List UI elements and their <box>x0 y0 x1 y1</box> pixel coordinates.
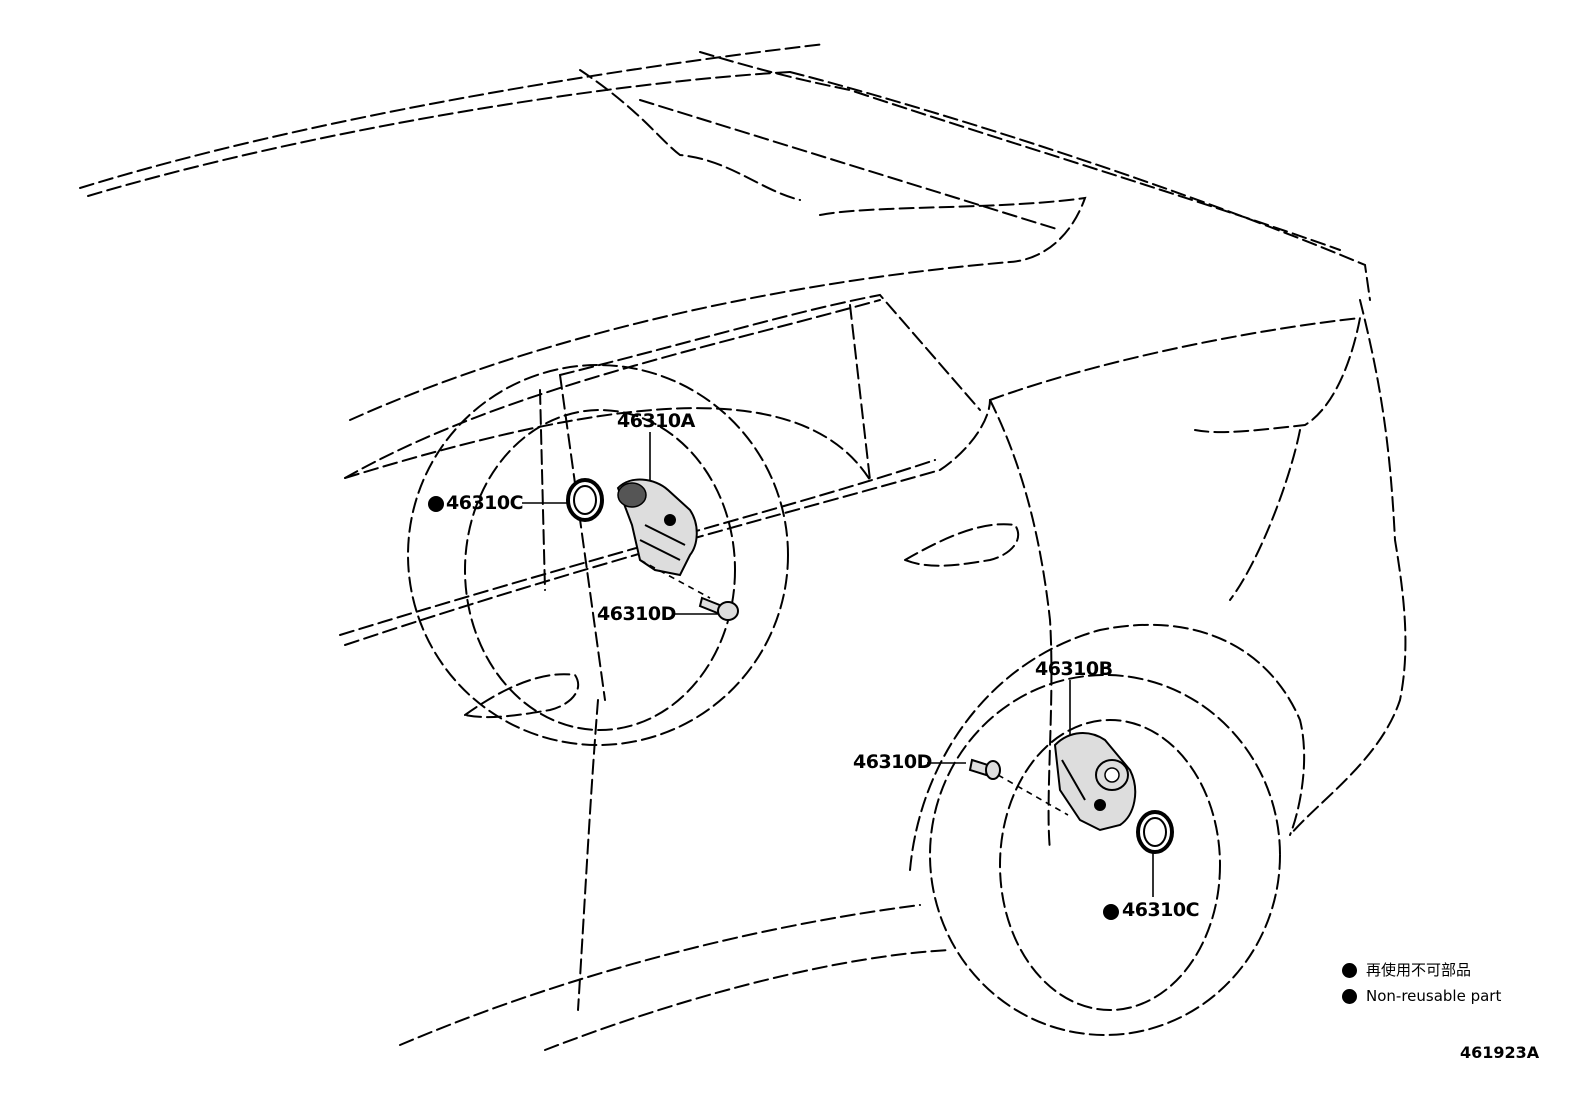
front-bolt-part <box>698 596 739 621</box>
rear-motor-part <box>1053 732 1137 832</box>
callout-seal-rear: 46310C <box>1122 899 1200 921</box>
legend-english: Non-reusable part <box>1366 987 1502 1005</box>
legend-dot-icon <box>1342 963 1357 978</box>
callout-seal-front: 46310C <box>446 492 524 514</box>
figure-number: 461923A <box>1460 1043 1540 1062</box>
callout-bolt-front: 46310D <box>597 603 676 625</box>
non-reusable-marker-dot <box>1103 904 1119 920</box>
callout-bolt-rear: 46310D <box>853 751 932 773</box>
legend-japanese: 再使用不可部品 <box>1366 961 1472 979</box>
front-motor-part <box>616 478 698 577</box>
callout-motor-front: 46310A <box>617 410 695 432</box>
legend-dot-icon <box>1342 989 1357 1004</box>
rear-bolt-part <box>968 758 1001 780</box>
callout-motor-rear: 46310B <box>1035 658 1113 680</box>
non-reusable-marker-dot <box>428 496 444 512</box>
